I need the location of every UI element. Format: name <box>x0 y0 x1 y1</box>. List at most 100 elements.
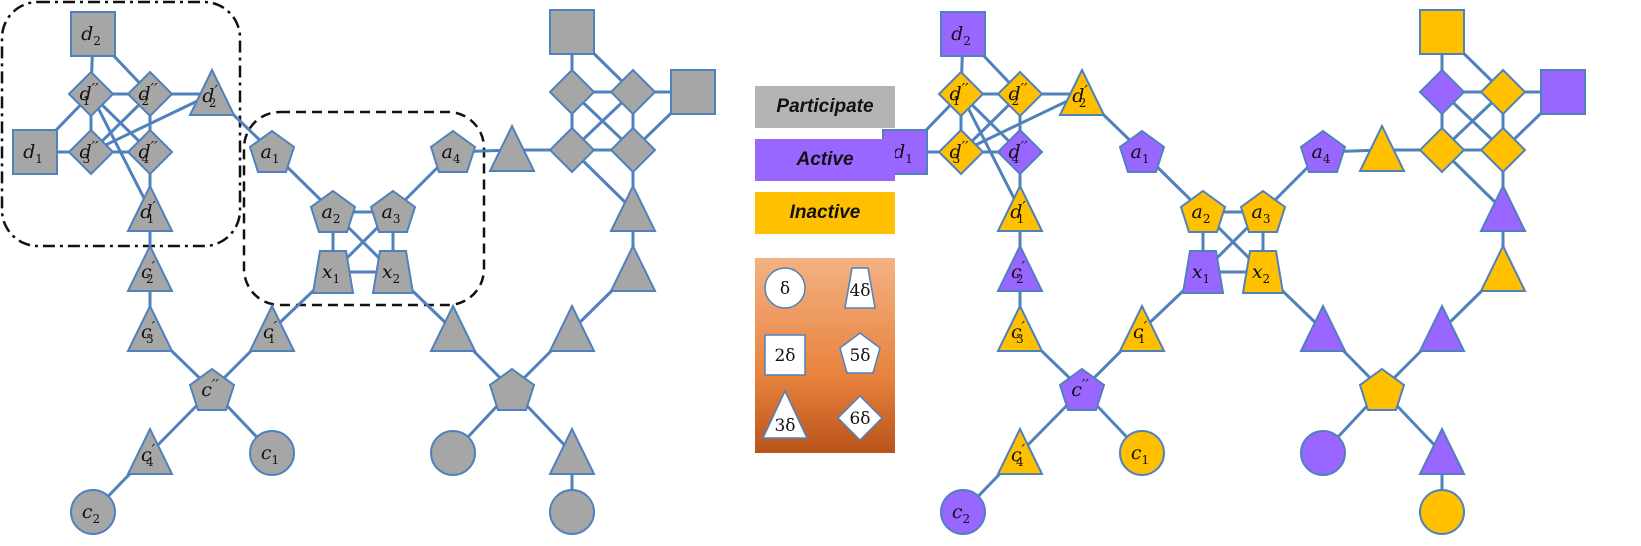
right-node-x1: x1 <box>1181 250 1225 294</box>
triangle-node-icon <box>188 67 236 116</box>
right-node-rt2 <box>1418 303 1466 352</box>
right-node-rs1 <box>1419 9 1465 55</box>
node-label: c′3 <box>141 318 156 346</box>
left-edge <box>90 92 213 154</box>
circle-node-icon <box>430 430 476 476</box>
left-node-rd2 <box>609 68 657 116</box>
left-node-rcb <box>549 489 595 535</box>
weight-delta: δ <box>780 279 790 299</box>
right-node-d2p: d′2 <box>1058 67 1106 116</box>
node-label: x2 <box>1252 261 1270 286</box>
pentagon-node-icon <box>1179 189 1227 233</box>
circle-node-icon <box>1300 430 1346 476</box>
triangle-node-icon <box>126 243 174 292</box>
right-node-rd2 <box>1479 68 1527 116</box>
right-node-d2pp: d′′2 <box>996 70 1044 118</box>
triangle-node-icon <box>1358 123 1406 172</box>
left-node-a2: a2 <box>309 189 357 233</box>
diamond-node-icon <box>1479 68 1527 116</box>
node-label: d′2 <box>202 82 218 110</box>
diamond-node-icon <box>1418 126 1466 174</box>
legend-participate-label: Participate <box>776 96 874 117</box>
pentagon-node-icon <box>1058 367 1106 411</box>
diamond-node-icon <box>67 128 115 176</box>
trapezoid-node-icon <box>311 250 355 294</box>
left-node-c4p: c′4 <box>126 426 174 475</box>
right-node-rs2 <box>1540 69 1586 115</box>
triangle-node-icon <box>126 303 174 352</box>
right-node-a3: a3 <box>1239 189 1287 233</box>
triangle-node-icon <box>1299 303 1347 352</box>
right-node-x2: x2 <box>1241 250 1285 294</box>
right-node-c4p: c′4 <box>996 426 1044 475</box>
weight-3delta: 3δ <box>774 416 795 436</box>
pentagon-node-icon <box>188 367 236 411</box>
left-node-rd1 <box>548 68 596 116</box>
left-node-d1pp: d′′1 <box>67 70 115 118</box>
triangle-node-icon <box>488 123 536 172</box>
triangle-node-icon <box>1418 426 1466 475</box>
left-node-rtv2 <box>609 243 657 292</box>
right-node-c2: c2 <box>940 489 986 535</box>
right-edge <box>960 92 1083 154</box>
left-node-x1: x1 <box>311 250 355 294</box>
square-node-icon <box>670 69 716 115</box>
triangle-node-icon <box>548 303 596 352</box>
left-node-rd3 <box>548 126 596 174</box>
left-node-c1: c1 <box>249 430 295 476</box>
circle-node-icon <box>70 489 116 535</box>
right-node-d3pp: d′′3 <box>937 128 985 176</box>
node-label: c1 <box>1131 442 1149 467</box>
pentagon-shape-icon <box>839 332 881 374</box>
triangle-node-icon <box>996 426 1044 475</box>
right-edge <box>959 93 1022 211</box>
node-label: d′2 <box>1072 82 1088 110</box>
triangle-node-icon <box>996 183 1044 232</box>
highlight-boxes <box>0 0 486 307</box>
weight-2delta: 2δ <box>774 346 795 366</box>
right-node-rtv2 <box>1479 243 1527 292</box>
pentagon-node-icon <box>429 129 477 173</box>
right-node-cpp: c′′ <box>1058 367 1106 411</box>
legend-active: Active <box>755 139 895 181</box>
left-node-d1: d1 <box>12 129 58 175</box>
right-node-c1: c1 <box>1119 430 1165 476</box>
node-label: d1 <box>893 141 913 166</box>
diamond-node-icon <box>937 70 985 118</box>
left-node-a1: a1 <box>248 129 296 173</box>
dashdot-box <box>0 0 242 248</box>
node-label: d′′2 <box>139 80 159 108</box>
left-node-a4: a4 <box>429 129 477 173</box>
diamond-node-icon <box>126 128 174 176</box>
node-label: x2 <box>382 261 400 286</box>
node-label: c′′ <box>1071 376 1089 401</box>
square-node-icon <box>70 11 116 57</box>
diamond-node-icon <box>548 68 596 116</box>
pentagon-node-icon <box>1358 367 1406 411</box>
node-label: d′′2 <box>1009 80 1029 108</box>
triangle-node-icon <box>126 183 174 232</box>
diamond-node-icon <box>1418 68 1466 116</box>
circle-node-icon <box>1419 489 1465 535</box>
right-node-a4: a4 <box>1299 129 1347 173</box>
legend-participate: Participate <box>755 86 895 128</box>
left-node-d2pp: d′′2 <box>126 70 174 118</box>
diamond-node-icon <box>1479 126 1527 174</box>
weights-panel: δ 4δ 2δ 5δ 3δ 6δ <box>755 258 895 453</box>
left-node-rs1 <box>549 9 595 55</box>
right-node-rtv1 <box>1479 183 1527 232</box>
right-node-rp <box>1358 367 1406 411</box>
left-node-d3pp: d′′3 <box>67 128 115 176</box>
left-node-c2p: c′2 <box>126 243 174 292</box>
node-label: d′1 <box>1010 198 1026 226</box>
node-label: a2 <box>322 201 341 226</box>
left-node-rp <box>488 367 536 411</box>
dashed-box <box>242 110 486 307</box>
trapezoid-node-icon <box>1241 250 1285 294</box>
pentagon-node-icon <box>1118 129 1166 173</box>
node-label: x1 <box>1192 261 1210 286</box>
right-node-d4pp: d′′4 <box>996 128 1044 176</box>
node-label: d′′4 <box>139 138 159 166</box>
